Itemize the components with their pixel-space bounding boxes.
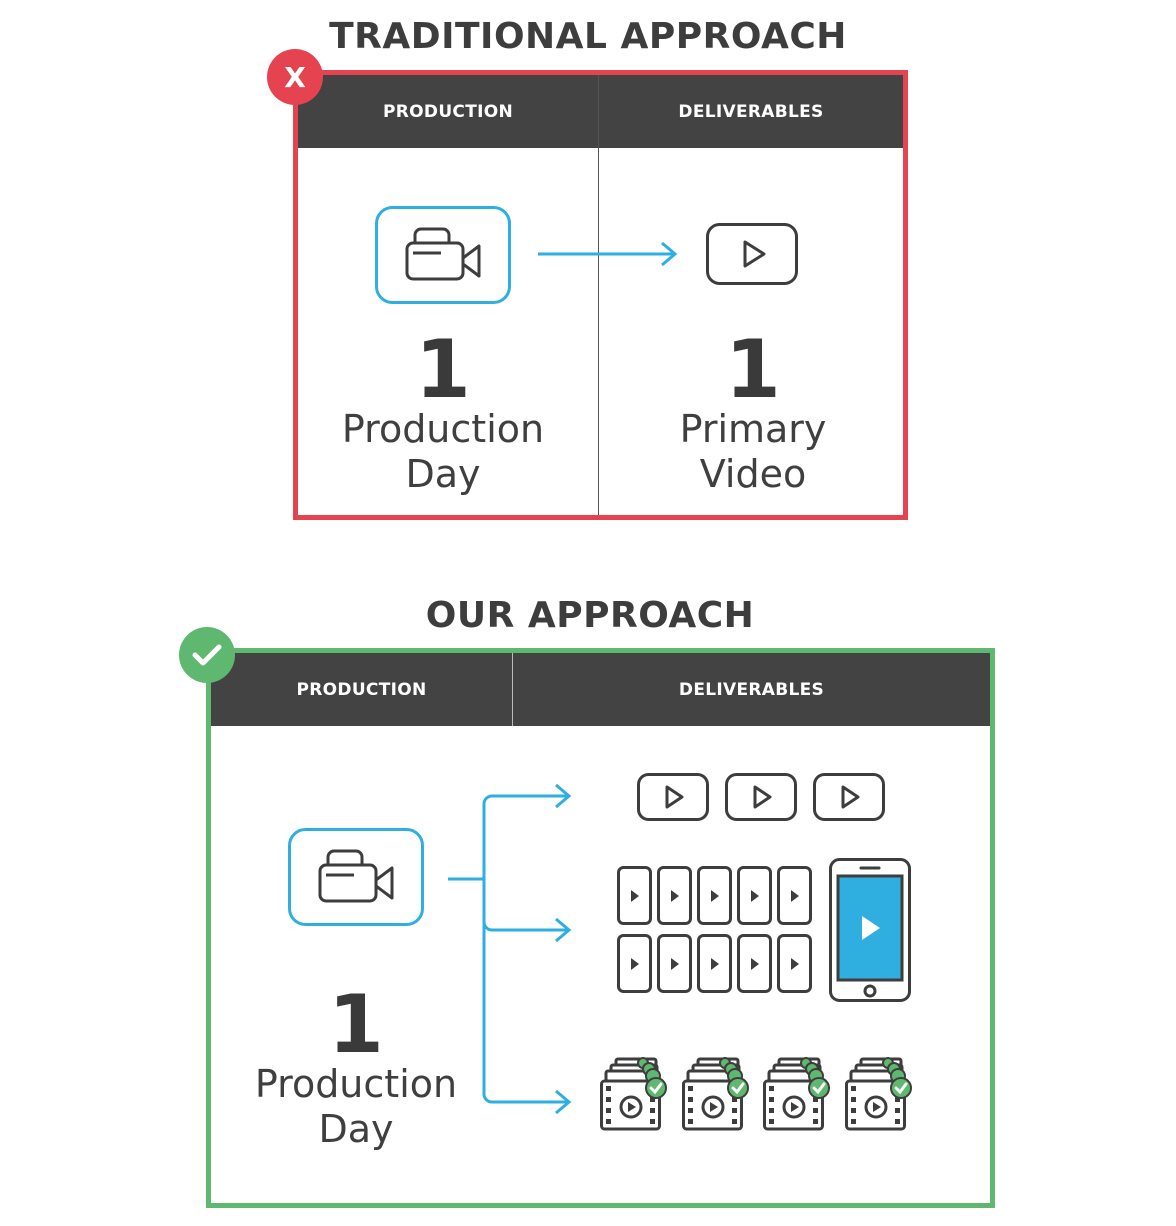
traditional-production-label-line2: Day xyxy=(405,452,481,496)
traditional-production-label-line1: Production xyxy=(341,407,545,451)
traditional-arrow xyxy=(538,241,678,267)
our-production-label-line2: Day xyxy=(318,1107,394,1151)
traditional-deliverable-count: 1 xyxy=(725,323,781,416)
traditional-deliverable-label-line2: Video xyxy=(699,452,807,496)
our-production-header: PRODUCTION xyxy=(211,653,512,726)
traditional-column-divider xyxy=(598,75,599,515)
play-button-icon xyxy=(637,773,709,821)
our-check-badge xyxy=(179,627,235,683)
play-button-icon xyxy=(706,223,798,285)
checkmark-icon xyxy=(192,644,222,666)
play-button-icon xyxy=(725,773,797,821)
film-stack-check-icon xyxy=(682,1057,749,1131)
traditional-deliverable-label-line1: Primary xyxy=(679,407,827,451)
smartphone-icon xyxy=(829,858,911,1002)
vertical-clips-grid xyxy=(617,866,812,993)
x-icon: X xyxy=(284,60,306,94)
film-stack-check-icon xyxy=(600,1057,667,1131)
traditional-title: TRADITIONAL APPROACH xyxy=(329,16,847,57)
branch-arrows xyxy=(448,783,572,1115)
video-camera-icon xyxy=(375,206,511,304)
traditional-x-badge: X xyxy=(267,49,323,105)
traditional-panel: PRODUCTION DELIVERABLES xyxy=(293,70,908,520)
film-stack-check-icon xyxy=(763,1057,830,1131)
our-production-label-line1: Production xyxy=(254,1062,458,1106)
video-camera-icon xyxy=(288,828,424,926)
our-approach-title: OUR APPROACH xyxy=(425,595,755,636)
traditional-production-count: 1 xyxy=(415,323,471,416)
film-stack-check-icon xyxy=(845,1057,912,1131)
traditional-production-header: PRODUCTION xyxy=(298,75,598,148)
our-header-divider xyxy=(512,653,513,726)
our-production-count: 1 xyxy=(328,978,384,1071)
our-deliverables-header: DELIVERABLES xyxy=(513,653,990,726)
traditional-deliverables-header: DELIVERABLES xyxy=(599,75,903,148)
play-button-icon xyxy=(813,773,885,821)
